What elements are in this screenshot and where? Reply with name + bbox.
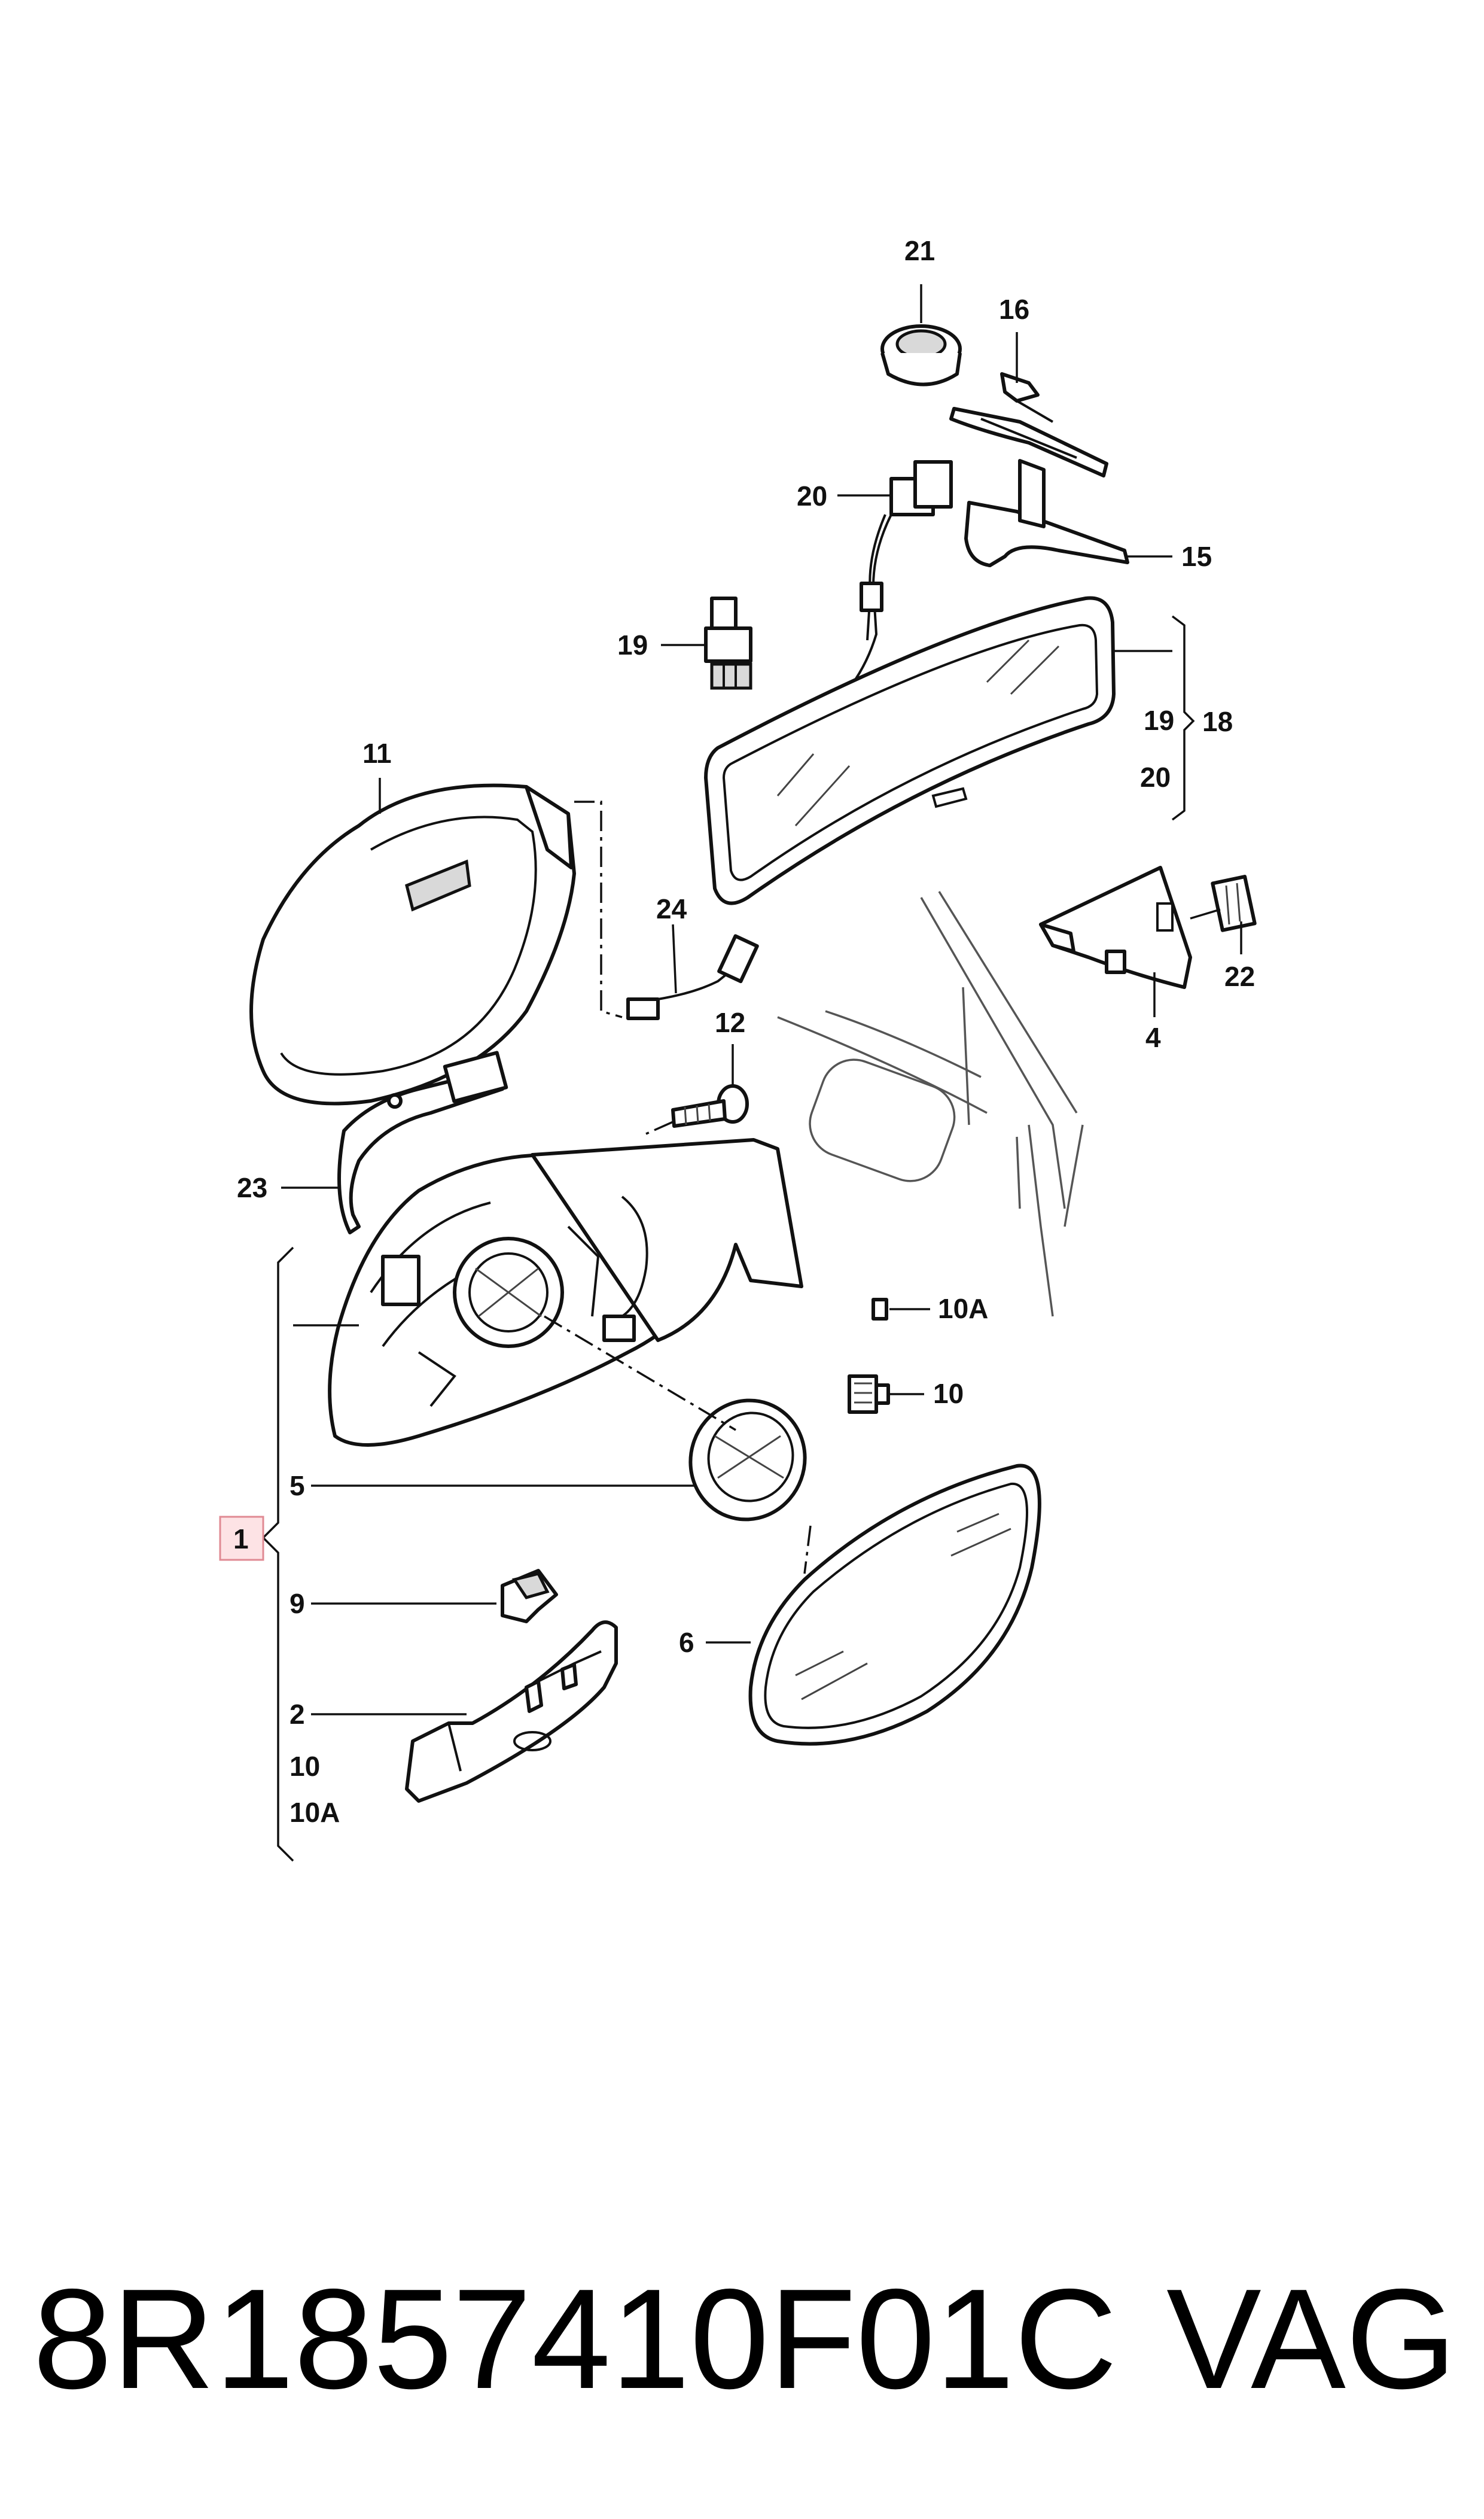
leader-24 (672, 924, 677, 994)
callout-10: 10 (933, 1378, 964, 1409)
part-18-interior-mirror (704, 596, 1116, 905)
callout-10ab: 10A (290, 1797, 340, 1828)
callout-9: 9 (290, 1588, 305, 1619)
dash-5 (544, 1315, 736, 1431)
part-6-mirror-glass (748, 1464, 1041, 1746)
callout-6: 6 (679, 1627, 694, 1658)
callout-2: 2 (290, 1699, 305, 1730)
callout-20b: 20 (1140, 762, 1171, 793)
bracket-18 (1171, 615, 1195, 821)
dash-6 (803, 1525, 812, 1574)
bracket-1 (261, 1246, 294, 1862)
callout-15: 15 (1181, 541, 1212, 572)
callout-22: 22 (1224, 961, 1255, 992)
part-16-cover (949, 372, 1108, 477)
callout-19a: 19 (617, 629, 648, 661)
mirror-housing-assembly (328, 1138, 803, 1447)
callout-20a: 20 (797, 480, 827, 512)
car-body-outline (777, 891, 1084, 1317)
part-10-clip (848, 1374, 890, 1414)
part-20-connector (848, 460, 953, 689)
part-12-screw (671, 1084, 749, 1128)
callout-11: 11 (362, 738, 392, 769)
callout-10b: 10 (290, 1751, 320, 1782)
callout-23: 23 (237, 1172, 267, 1203)
callout-18: 18 (1202, 706, 1233, 737)
part-21-sensor (880, 324, 962, 387)
callout-4: 4 (1145, 1022, 1161, 1053)
part-2-lower-cover (405, 1620, 618, 1803)
dash-11-24 (574, 801, 623, 1018)
part-4-mount (1039, 866, 1192, 989)
part-10a-clip (871, 1298, 888, 1321)
brand-name: VAG (1166, 2260, 1456, 2418)
leader-22b (1190, 908, 1221, 920)
callout-5: 5 (290, 1470, 305, 1501)
callout-21: 21 (904, 235, 935, 266)
part-11-housing-cap (249, 783, 576, 1106)
callout-10a: 10A (938, 1293, 988, 1324)
callout-24: 24 (656, 893, 687, 924)
part-15-mount-cover (964, 459, 1129, 567)
footer-part-info: 8R1857410F01C VAG (33, 2250, 1456, 2429)
part-23-bracket (337, 1051, 508, 1234)
callout-1-box (219, 1516, 264, 1561)
part-number: 8R1857410F01C (33, 2260, 1117, 2418)
callout-1: 1 (233, 1523, 249, 1554)
callout-19b: 19 (1144, 705, 1174, 736)
part-19-clip (704, 597, 752, 690)
part-24-wire-harness (626, 934, 759, 1020)
part-22-clip (1211, 875, 1257, 932)
callout-16: 16 (999, 294, 1029, 325)
part-9-cap (501, 1569, 558, 1623)
dash-12 (645, 1121, 674, 1135)
callout-12: 12 (715, 1007, 745, 1038)
part-5-adjuster (688, 1398, 807, 1522)
